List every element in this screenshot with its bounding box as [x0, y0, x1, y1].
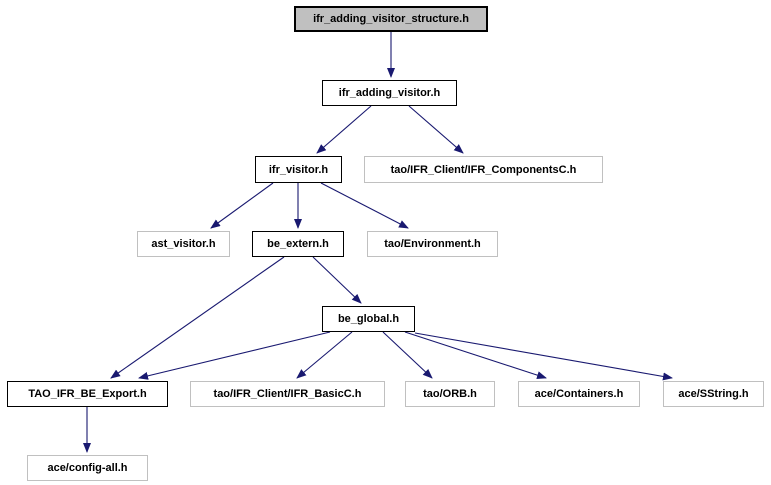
edge-ifr-visitor-h-to-tao-environment-h [320, 182, 409, 229]
node-tao-ifr-client-ifr-componentsc-h[interactable]: tao/IFR_Client/IFR_ComponentsC.h [364, 156, 603, 183]
node-ace-containers-h[interactable]: ace/Containers.h [518, 381, 640, 407]
node-ast-visitor-h[interactable]: ast_visitor.h [137, 231, 230, 257]
node-tao-ifr-client-ifr-basicc-h[interactable]: tao/IFR_Client/IFR_BasicC.h [190, 381, 385, 407]
node-tao-orb-h[interactable]: tao/ORB.h [405, 381, 495, 407]
node-ifr-adding-visitor-structure-h: ifr_adding_visitor_structure.h [294, 6, 488, 32]
edge-ifr-adding-visitor-h-to-tao-ifr-client-ifr-componentsc-h [408, 105, 464, 154]
node-be-extern-h[interactable]: be_extern.h [252, 231, 344, 257]
edge-be-global-h-to-tao-ifr-be-export-h [138, 331, 331, 380]
node-ace-config-all-h[interactable]: ace/config-all.h [27, 455, 148, 481]
node-ace-sstring-h[interactable]: ace/SString.h [663, 381, 764, 407]
edge-be-global-h-to-ace-containers-h [404, 331, 547, 380]
node-tao-ifr-be-export-h[interactable]: TAO_IFR_BE_Export.h [7, 381, 168, 407]
edge-be-extern-h-to-be-global-h [312, 256, 362, 304]
edge-ifr-visitor-h-to-ast-visitor-h [210, 182, 274, 229]
node-tao-environment-h[interactable]: tao/Environment.h [367, 231, 498, 257]
edge-be-global-h-to-tao-ifr-client-ifr-basicc-h [296, 331, 353, 379]
edge-be-extern-h-to-tao-ifr-be-export-h [110, 256, 285, 379]
node-ifr-visitor-h[interactable]: ifr_visitor.h [255, 156, 342, 183]
node-be-global-h[interactable]: be_global.h [322, 306, 415, 332]
node-ifr-adding-visitor-h[interactable]: ifr_adding_visitor.h [322, 80, 457, 106]
edge-be-global-h-to-tao-orb-h [382, 331, 433, 379]
edge-be-global-h-to-ace-sstring-h [414, 332, 673, 381]
edge-ifr-adding-visitor-h-to-ifr-visitor-h [316, 105, 372, 154]
